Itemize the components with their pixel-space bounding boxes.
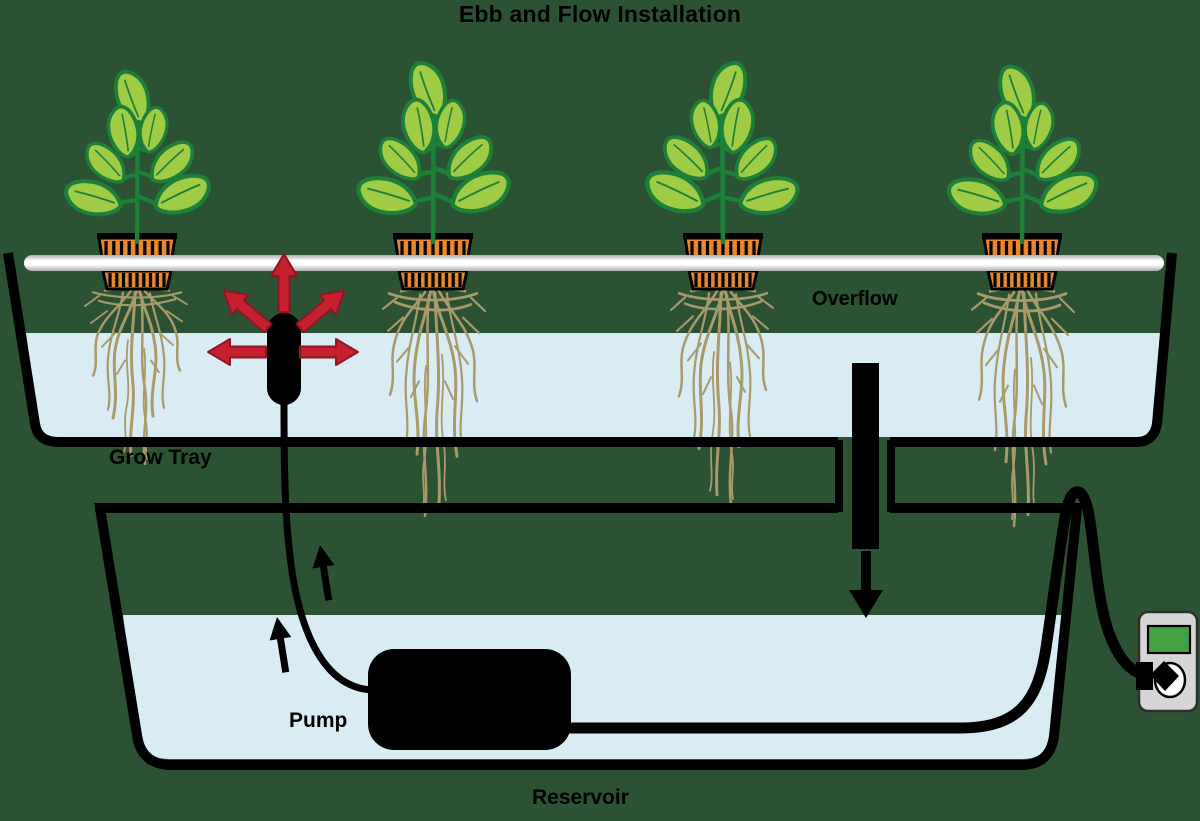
pump-body (368, 649, 571, 750)
spray-arrow-upleft-icon (214, 279, 278, 339)
overflow-down-arrow-icon (849, 551, 883, 618)
grow-tray (3, 252, 1177, 447)
page-title: Ebb and Flow Installation (458, 1, 742, 27)
reservoir (94, 503, 1083, 770)
grow-tray-water (26, 333, 1163, 437)
pump-tube (280, 403, 373, 694)
timer-outlet (1136, 610, 1199, 713)
plant-1 (64, 71, 209, 242)
flow-up-arrow-icon (309, 543, 340, 603)
overflow-pipe (852, 363, 879, 549)
plants (64, 62, 1096, 242)
reservoir-label: Reservoir (532, 786, 629, 809)
timer-screen (1146, 624, 1192, 655)
tray-rail (24, 255, 1164, 271)
overflow-label: Overflow (812, 288, 898, 310)
sprayer-head (267, 313, 301, 405)
spray-arrow-upright-icon (290, 279, 354, 339)
plant-2 (357, 62, 510, 242)
power-cord (564, 486, 1145, 734)
grow-tray-label: Grow Tray (109, 446, 212, 469)
overflow-drain-shaft (835, 440, 895, 512)
pump-label: Pump (289, 709, 348, 732)
plug-icon (1136, 661, 1179, 691)
plant-4 (947, 65, 1097, 242)
plant-3 (647, 62, 800, 242)
reservoir-water (123, 615, 1062, 759)
